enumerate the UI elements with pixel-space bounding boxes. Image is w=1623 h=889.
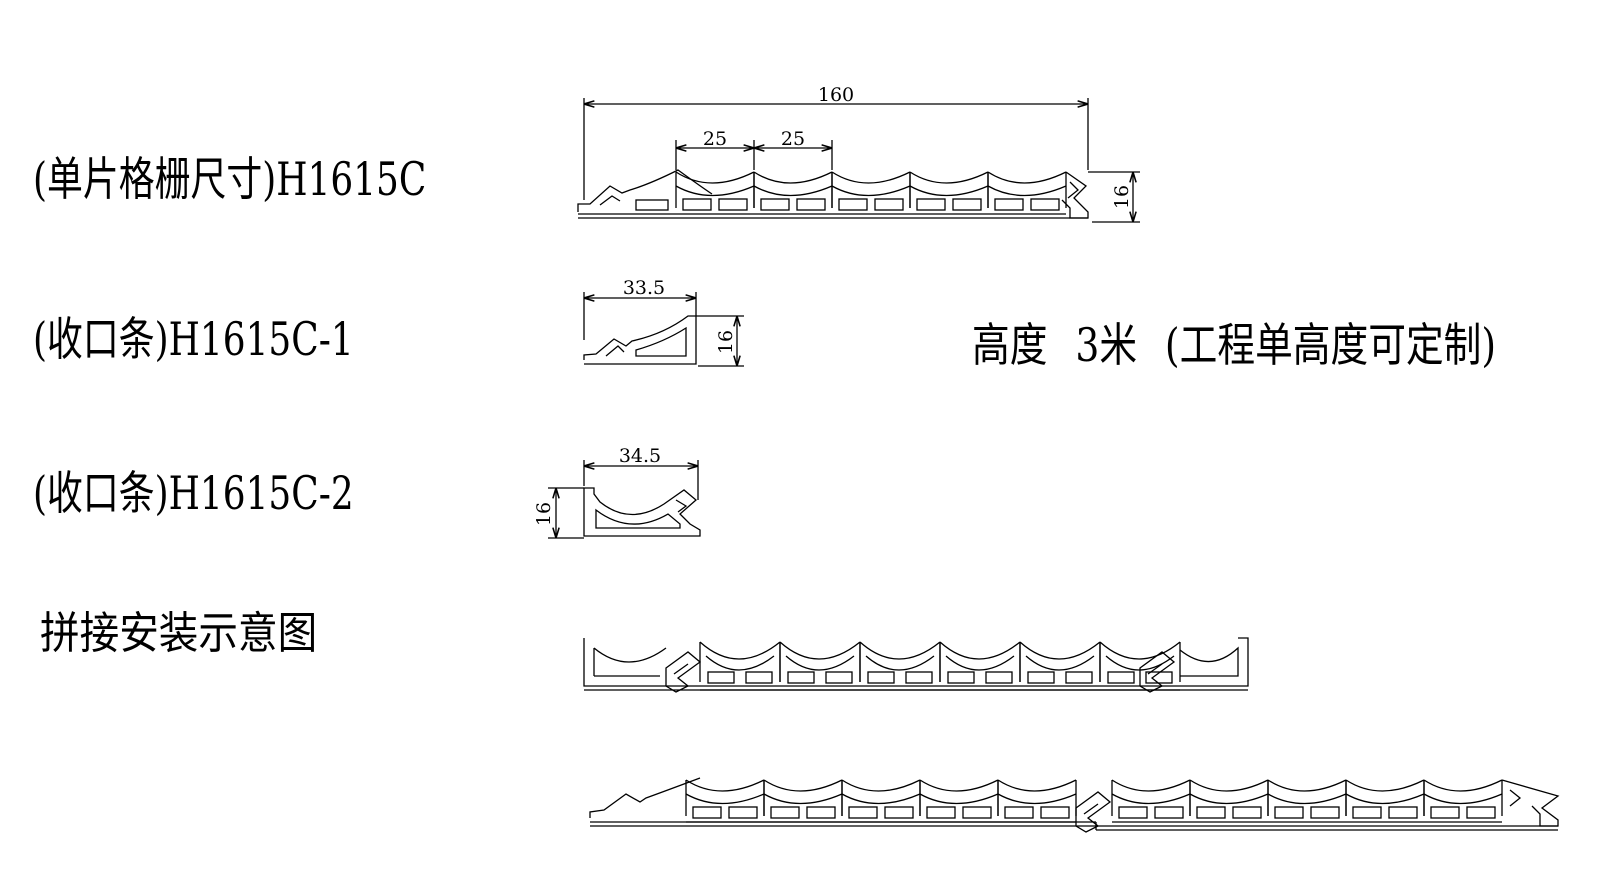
main-profile-drawing: [577, 98, 1140, 223]
height-value: 3米: [1075, 318, 1138, 372]
main-profile-label: (单片格栅尺寸)H1615C: [33, 152, 427, 206]
splice-assembly-1: [583, 637, 1249, 693]
dim-strip2-width: 34.5: [619, 445, 661, 467]
closing-strip-1-drawing: [583, 292, 744, 367]
dim-main-pitch-1: 25: [703, 128, 727, 150]
dim-main-pitch-2: 25: [781, 128, 805, 150]
closing-strip-1-label: (收口条)H1615C-1: [33, 312, 354, 366]
height-customizable-note: (工程单高度可定制): [1164, 318, 1497, 372]
dim-main-width: 160: [818, 84, 854, 106]
dim-strip1-width: 33.5: [623, 277, 665, 299]
dim-main-height: 16: [1111, 185, 1133, 209]
closing-strip-2-label: (收口条)H1615C-2: [33, 466, 354, 520]
dim-strip1-height: 16: [715, 330, 737, 354]
splice-assembly-2: [589, 777, 1560, 833]
closing-strip-2-drawing: [548, 460, 701, 539]
dim-strip2-height: 16: [533, 502, 555, 526]
height-prefix: 高度: [972, 318, 1048, 372]
splice-diagram-label: 拼接安装示意图: [40, 608, 318, 659]
